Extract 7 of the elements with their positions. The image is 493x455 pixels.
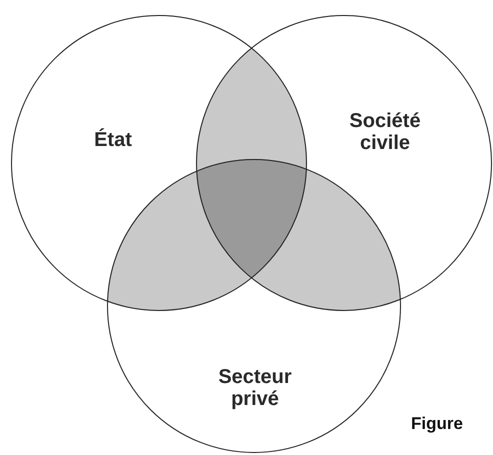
- circle-label: Société civile: [348, 110, 422, 154]
- circle-label: État: [93, 129, 133, 151]
- venn-circle: [107, 159, 401, 453]
- venn-circle: [11, 15, 307, 311]
- figure-label: Figure: [411, 414, 463, 434]
- circle-label: Secteur privé: [217, 366, 293, 410]
- venn-circle: [196, 15, 492, 311]
